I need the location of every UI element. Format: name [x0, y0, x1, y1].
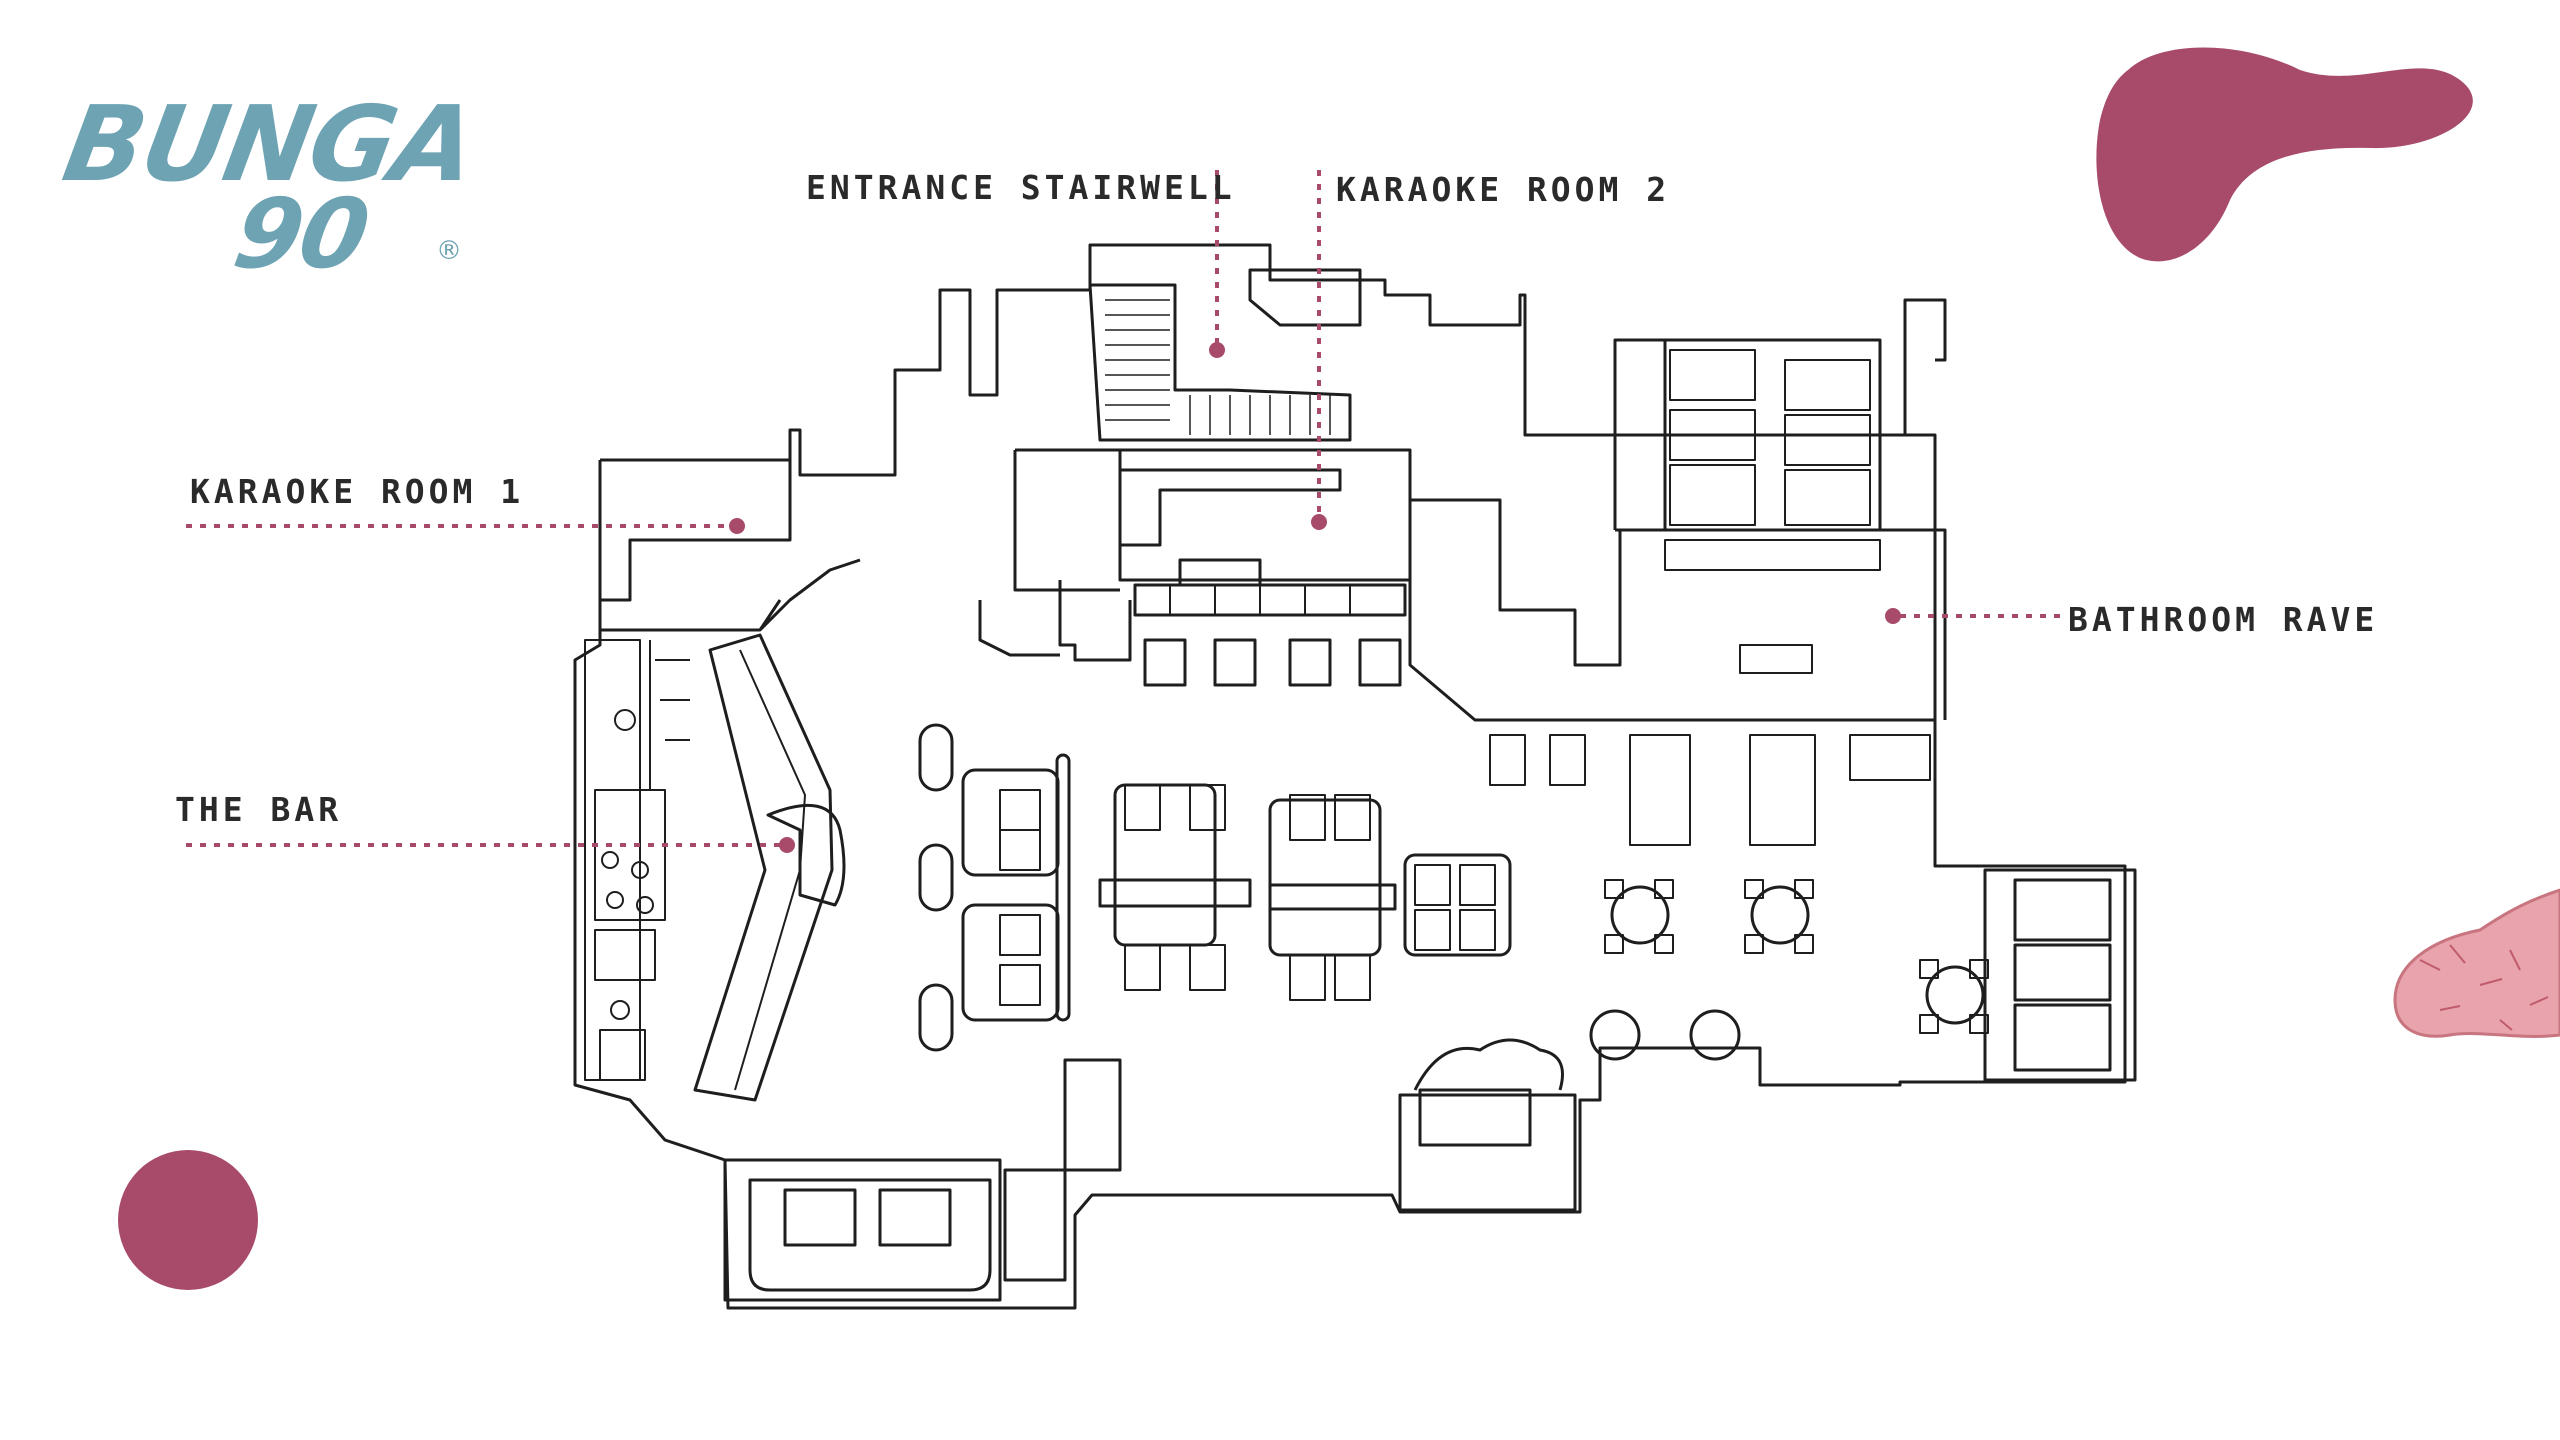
label-entrance-stairwell: ENTRANCE STAIRWELL — [806, 168, 1236, 207]
marker-entrance-stairwell — [1209, 342, 1225, 358]
marker-karaoke-room-1 — [729, 518, 745, 534]
wall-segment-left-corridor — [978, 580, 1132, 662]
bathroom-stalls — [1664, 349, 1881, 674]
karaoke-room-2-bench-dividers — [1169, 585, 1351, 615]
wall-segment-right-corridor — [1408, 498, 1935, 722]
bar-counter — [693, 633, 834, 1102]
karaoke-room-1-walls — [598, 460, 861, 632]
outer-wall-top — [600, 243, 1905, 477]
banquette-seating-center-left — [918, 723, 1071, 1052]
right-booth — [1983, 868, 2137, 1082]
bar-curve — [766, 803, 846, 907]
round-table-chairs — [1604, 879, 1989, 1034]
entrance-stairwell — [1088, 283, 1352, 442]
marker-the-bar — [779, 837, 795, 853]
marker-karaoke-room-2 — [1311, 514, 1327, 530]
label-karaoke-room-2: KARAOKE ROOM 2 — [1336, 170, 1671, 209]
registered-mark: ® — [436, 236, 462, 266]
label-bathroom-rave: BATHROOM RAVE — [2068, 600, 2379, 639]
bottom-center-booth — [1063, 1038, 1577, 1212]
label-the-bar: THE BAR — [175, 790, 343, 829]
central-chairs — [999, 784, 1496, 1006]
marker-bathroom-rave — [1885, 608, 1901, 624]
label-karaoke-room-1: KARAOKE ROOM 1 — [190, 472, 525, 511]
bar-stools — [1143, 638, 1402, 687]
outer-wall — [573, 298, 2127, 1310]
stair-treads — [1105, 299, 1331, 435]
round-tables — [1589, 885, 1985, 1061]
lounge-chairs — [1489, 734, 1931, 846]
bathroom-rave-room — [1613, 338, 1947, 720]
bar-counter-inner — [734, 649, 806, 1091]
bottom-left-booth — [723, 1158, 1067, 1302]
back-bar-equipment — [584, 639, 690, 1081]
